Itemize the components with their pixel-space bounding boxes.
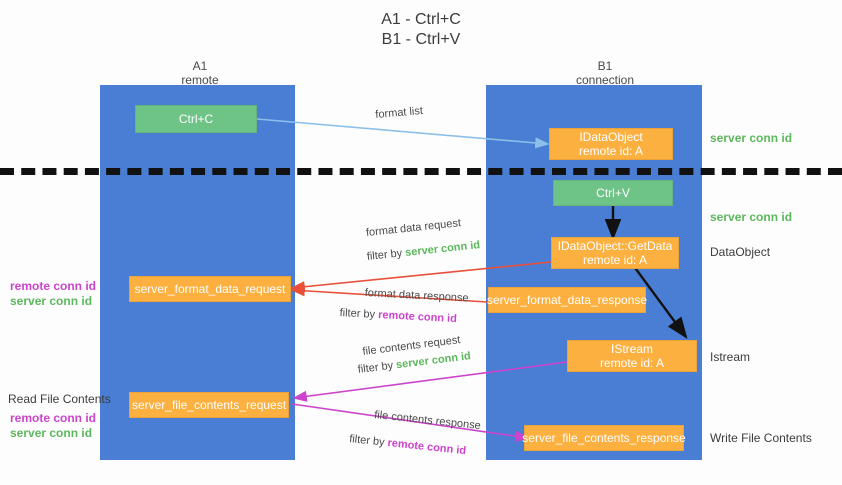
diagram-title: A1 - Ctrl+C B1 - Ctrl+V (321, 10, 521, 50)
label-istream: Istream (710, 350, 750, 365)
label-write-file-contents-text: Write File Contents (710, 431, 812, 445)
box-server-format-data-request[interactable]: server_format_data_request (129, 276, 291, 302)
box-server-format-data-request-label: server_format_data_request (134, 282, 286, 296)
label-write-file-contents: Write File Contents (710, 431, 812, 446)
column-header-a1: A1 remote (140, 59, 260, 87)
box-server-file-contents-response[interactable]: server_file_contents_response (522, 425, 686, 451)
arrow-format-list (256, 118, 550, 149)
label-conn-ids-file: remote conn id server conn id (10, 411, 96, 441)
box-server-file-contents-request[interactable]: server_file_contents_request (129, 392, 289, 418)
label-conn-ids-format: remote conn id server conn id (10, 279, 96, 309)
box-istream-title: IStream (610, 342, 653, 356)
label-remote-conn-id-2: remote conn id (10, 411, 97, 425)
box-getdata[interactable]: IDataObject::GetData remote id: A (551, 237, 679, 269)
label-server-conn-id-top: server conn id (710, 131, 792, 146)
label-server-conn-id-2: server conn id (10, 426, 93, 440)
column-a1-role: remote (181, 73, 219, 87)
label-server-conn-id-second-text: server conn id (710, 210, 793, 224)
box-server-file-contents-response-label: server_file_contents_response (522, 431, 686, 445)
box-istream-subtitle: remote id: A (599, 356, 665, 370)
column-header-b1: B1 connection (545, 59, 665, 87)
label-dataobject-text: DataObject (710, 245, 771, 259)
label-remote-conn-id-1: remote conn id (10, 279, 97, 293)
box-idataobject[interactable]: IDataObject remote id: A (549, 128, 673, 160)
box-ctrl-c-label: Ctrl+C (178, 112, 214, 126)
title-line-1: A1 - Ctrl+C (381, 11, 461, 28)
filter-by-label-4: filter by (348, 432, 386, 449)
box-istream[interactable]: IStream remote id: A (567, 340, 697, 372)
label-server-conn-id-second: server conn id (710, 210, 792, 225)
phase-divider (0, 168, 842, 175)
box-idataobject-title: IDataObject (579, 130, 643, 144)
title-line-2: B1 - Ctrl+V (381, 31, 461, 48)
arrow-getdata-to-istream (632, 264, 688, 339)
label-dataobject: DataObject (710, 245, 770, 260)
box-idataobject-subtitle: remote id: A (578, 144, 644, 158)
filter-by-label-2: filter by (339, 306, 376, 321)
column-b1-name: B1 (597, 59, 613, 73)
arrow-file-contents-request (292, 361, 568, 402)
box-ctrl-v-label: Ctrl+V (596, 186, 630, 200)
label-istream-text: Istream (710, 350, 751, 364)
column-b1-role: connection (575, 73, 635, 87)
label-read-file-contents-text: Read File Contents (8, 392, 111, 406)
arrow-format-data-request (290, 261, 552, 293)
arrow-file-contents-response (291, 403, 530, 442)
arrow-format-data-response (290, 285, 488, 303)
box-server-format-data-response[interactable]: server_format_data_response (486, 287, 648, 313)
box-ctrl-v[interactable]: Ctrl+V (553, 180, 673, 206)
box-server-file-contents-request-label: server_file_contents_request (131, 398, 287, 412)
box-server-format-data-response-label: server_format_data_response (486, 293, 648, 307)
box-ctrl-c[interactable]: Ctrl+C (135, 105, 257, 133)
filter-by-label-1: filter by (366, 247, 403, 263)
column-a1-name: A1 (192, 59, 208, 73)
box-getdata-subtitle: remote id: A (582, 253, 648, 267)
label-read-file-contents: Read File Contents (8, 392, 111, 407)
box-getdata-title: IDataObject::GetData (557, 239, 673, 253)
label-server-conn-id-1: server conn id (10, 294, 93, 308)
label-server-conn-id-top-text: server conn id (710, 131, 793, 145)
